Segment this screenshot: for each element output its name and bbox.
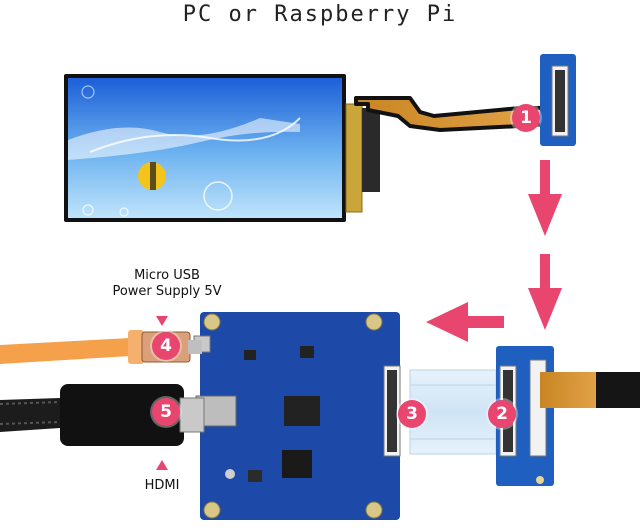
hdmi-label: HDMI [144,478,180,493]
power-supply-label: Micro USB Power Supply 5V [92,268,242,300]
arrow-down-2 [528,254,562,330]
arrow-left [426,302,504,342]
page-title: PC or Raspberry Pi [182,2,458,27]
power-pointer-arrow [156,316,168,326]
driver-board [193,312,401,520]
power-label-line-1: Micro USB [134,268,200,283]
badge-3: 3 [398,400,426,428]
hdmi-pointer-arrow [156,460,168,470]
fpc-cable-bottom [540,372,640,408]
power-label-line-2: Power Supply 5V [112,284,222,299]
lcd-flex-board [345,103,380,213]
arrow-down-1 [528,160,562,236]
badge-1: 1 [512,104,540,132]
hdmi-cable [0,384,205,446]
adapter-board-top [540,54,576,146]
badge-4: 4 [152,332,180,360]
lcd-panel [64,74,346,222]
badge-2: 2 [488,400,516,428]
badge-5: 5 [152,398,180,426]
